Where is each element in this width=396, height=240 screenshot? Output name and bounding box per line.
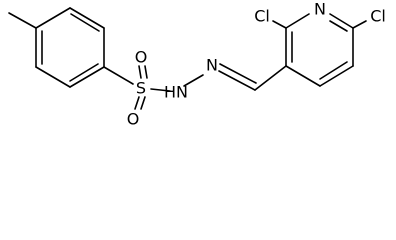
pyridine-nitrogen-label: N: [314, 0, 326, 19]
hydrazone-h-label: H: [164, 83, 176, 102]
chemical-structure: S O O H N N N Cl Cl: [8, 0, 386, 129]
chlorine-right-label: Cl: [370, 7, 386, 26]
sulfonyl-bonds: [134, 65, 148, 110]
sulfur-label: S: [136, 79, 146, 98]
sulfonyl-oxygen-bottom-label: O: [127, 110, 140, 129]
sulfonyl-oxygen-top-label: O: [135, 48, 148, 67]
chlorine-right-bond: [352, 20, 367, 29]
methyl-bond: [8, 12, 37, 29]
chlorine-left-label: Cl: [254, 7, 270, 26]
nitrogen-nitrogen-bond: [183, 74, 204, 87]
chlorine-left-bond: [272, 20, 287, 29]
pyridine-ring: [285, 13, 354, 87]
imine-nitrogen-label: N: [206, 56, 218, 75]
sulfur-nitrogen-bond: [150, 88, 171, 92]
imine-double-bond: [218, 63, 257, 91]
methine-pyridine-bond: [254, 65, 287, 91]
nh-nitrogen-label: N: [176, 83, 188, 102]
toluene-ring: [35, 7, 105, 88]
aryl-sulfur-bond: [103, 66, 134, 85]
